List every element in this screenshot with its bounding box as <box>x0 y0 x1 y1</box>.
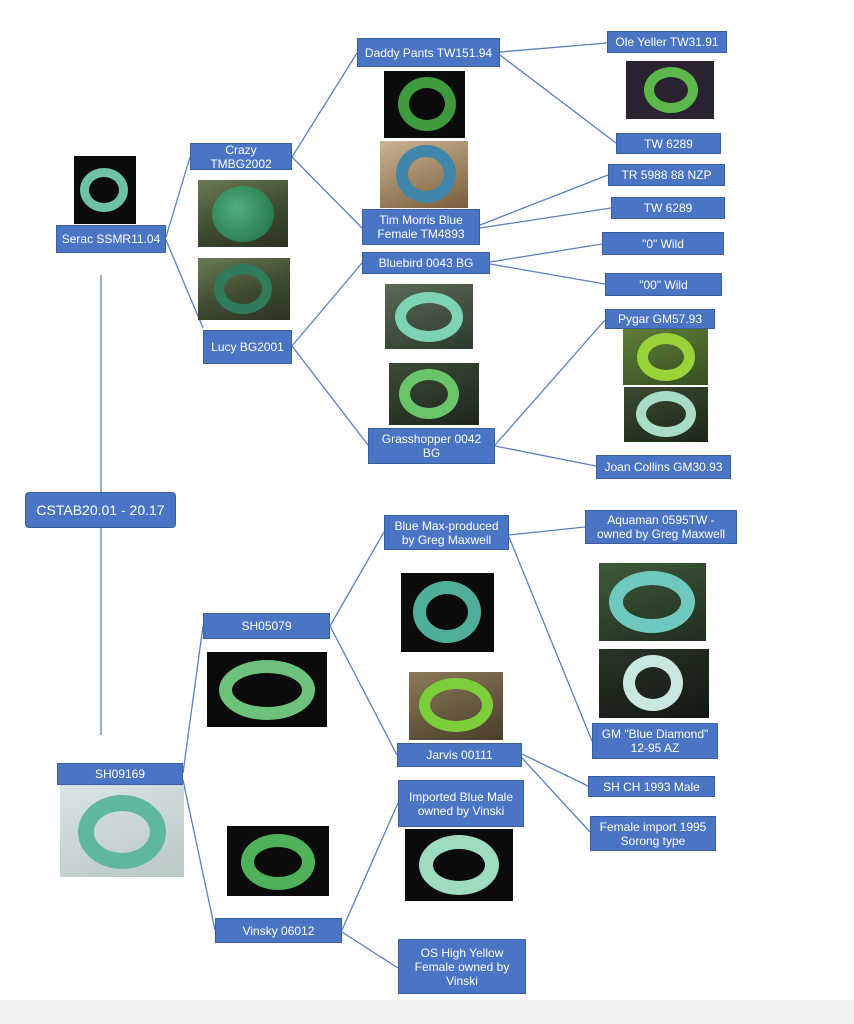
connector <box>165 239 204 329</box>
snake-photo-ole-yeller <box>626 61 714 119</box>
connector <box>329 531 385 627</box>
node-imported-blue-male: Imported Blue Male owned by Vinski <box>398 780 524 827</box>
snake-photo-daddy-pants <box>384 71 465 138</box>
connector <box>521 753 589 787</box>
connector <box>182 625 204 774</box>
connector <box>291 156 363 229</box>
node-grasshopper: Grasshopper 0042 BG <box>368 428 495 464</box>
connector <box>329 625 398 756</box>
node-tim-morris: Tim Morris Blue Female TM4893 <box>362 209 480 245</box>
snake-photo-pygar <box>623 329 708 385</box>
connector <box>508 536 593 742</box>
node-sh-ch-1993: SH CH 1993 Male <box>588 776 715 797</box>
node-wild-0: "0" Wild <box>602 232 724 255</box>
bottom-edge <box>0 1000 854 1024</box>
connector <box>489 243 603 263</box>
snake-photo-grasshopper <box>389 363 479 425</box>
snake-photo-jarvis <box>409 672 503 740</box>
connector <box>499 54 617 144</box>
node-sh09169: SH09169 <box>57 763 183 785</box>
snake-photo-bluebird <box>385 284 473 349</box>
node-daddy-pants: Daddy Pants TW151.94 <box>357 38 500 67</box>
snake-photo-joan-collins <box>624 387 708 442</box>
connector <box>494 319 606 446</box>
node-lucy: Lucy BG2001 <box>203 330 292 364</box>
connector <box>508 526 586 536</box>
node-sh05079: SH05079 <box>203 613 330 639</box>
connector <box>291 52 358 158</box>
node-joan-collins: Joan Collins GM30.93 <box>596 455 731 479</box>
connector <box>341 802 399 931</box>
connector <box>494 445 597 467</box>
node-crazy: Crazy TMBG2002 <box>190 143 292 171</box>
root-node: CSTAB20.01 - 20.17 <box>25 492 176 528</box>
connector <box>479 207 612 229</box>
node-serac: Serac SSMR11.04 <box>56 225 166 253</box>
connector <box>521 757 591 833</box>
node-wild-00: "00" Wild <box>605 273 722 296</box>
node-pygar: Pygar GM57.93 <box>605 309 715 329</box>
snake-photo-serac <box>74 156 136 224</box>
connector <box>479 174 609 226</box>
node-tw6289-a: TW 6289 <box>616 133 721 154</box>
snake-photo-gm-blue-diamond <box>599 649 709 718</box>
connector <box>489 263 606 285</box>
snake-photo-aquaman <box>599 563 706 641</box>
connector <box>291 262 363 347</box>
connector <box>182 779 216 931</box>
node-female-import: Female import 1995 Sorong type <box>590 816 716 851</box>
node-bluebird: Bluebird 0043 BG <box>362 252 490 274</box>
node-tw6289-b: TW 6289 <box>611 197 725 219</box>
node-tr5988: TR 5988 88 NZP <box>608 164 725 186</box>
snake-photo-sh09169 <box>60 785 184 877</box>
node-aquaman: Aquaman 0595TW - owned by Greg Maxwell <box>585 510 737 544</box>
node-ole-yeller: Ole Yeller TW31.91 <box>607 31 727 53</box>
connector <box>341 931 399 969</box>
connector <box>165 156 191 238</box>
node-os-high-yellow: OS High Yellow Female owned by Vinski <box>398 939 526 994</box>
connector <box>291 345 369 446</box>
snake-photo-tim-morris <box>380 141 468 208</box>
snake-photo-crazy <box>198 180 288 247</box>
connector <box>499 42 608 53</box>
node-jarvis: Jarvis 00111 <box>397 743 522 767</box>
node-blue-max: Blue Max-produced by Greg Maxwell <box>384 515 509 550</box>
node-gm-blue-diamond: GM "Blue Diamond" 12-95 AZ <box>592 723 718 759</box>
snake-photo-vinsky <box>227 826 329 896</box>
snake-photo-imported-blue-male <box>405 829 513 901</box>
snake-photo-blue-max <box>401 573 494 652</box>
node-vinsky: Vinsky 06012 <box>215 918 342 943</box>
snake-photo-lucy <box>198 258 290 320</box>
snake-photo-sh05079 <box>207 652 327 727</box>
